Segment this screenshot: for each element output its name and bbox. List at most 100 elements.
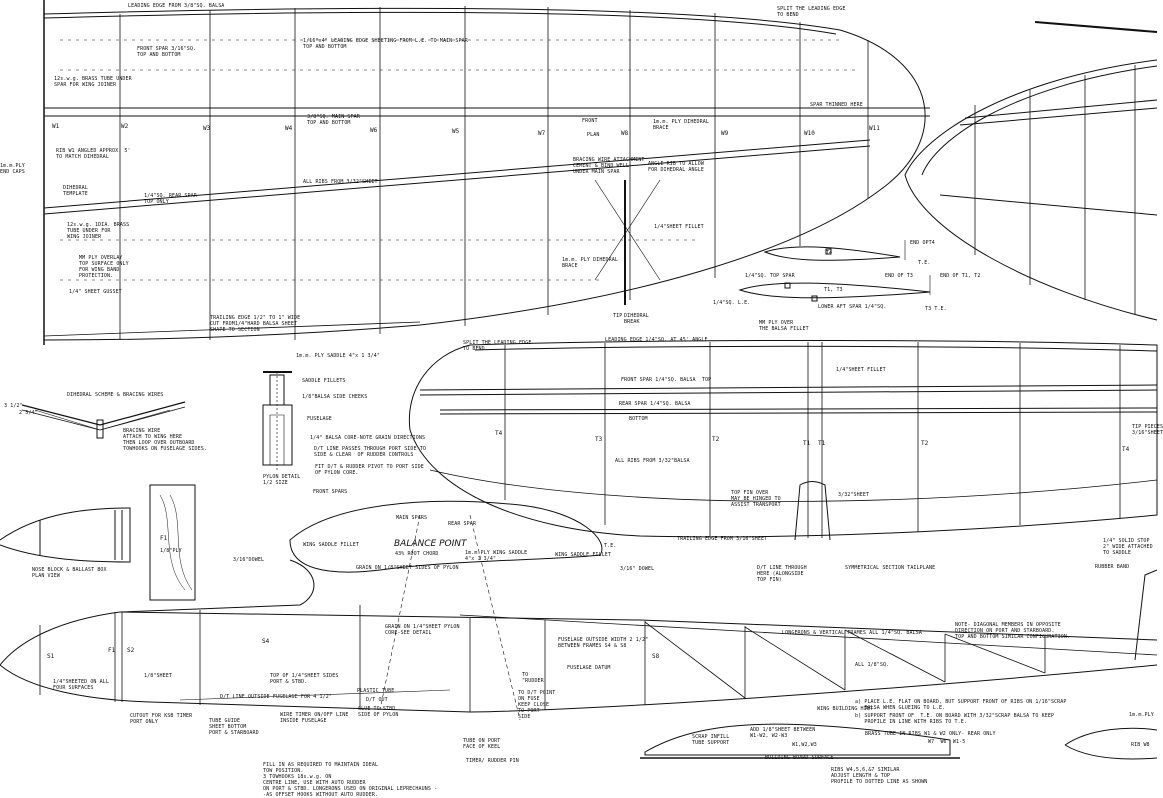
rib-label-w3: W3 — [203, 125, 211, 132]
tail-rib-t2-right: T2 — [921, 440, 929, 447]
dihedral-template-label: DIHEDRAL TEMPLATE — [63, 185, 88, 197]
lower-spar-label: LOWER AFT SPAR 1/4"SQ. — [818, 304, 887, 310]
top-spar-label: 1/4"SQ. TOP SPAR — [745, 273, 795, 279]
section-te-label: T.E. — [918, 260, 931, 266]
diagonal-note-label: NOTE- DIAGONAL MEMBERS IN OPPOSITE DIREC… — [955, 622, 1071, 640]
tail-front-spar-label: FRONT SPAR 1/4"SQ. BALSA TOP — [621, 377, 712, 383]
pylon-saddle-label: 1m.m. PLY SADDLE 4"x 1 3/4" — [296, 353, 380, 359]
section-le-label: 1/4"SQ. L.E. — [713, 300, 751, 306]
wing-plan — [44, 0, 1157, 345]
rib-label-w1: W1 — [52, 123, 60, 130]
wing-fillet-label: 1/4"SHEET FILLET — [654, 224, 704, 230]
tube-guide-label: TUBE GUIDE SHEET BOTTOM PORT & STARBOARD — [209, 718, 259, 736]
wing-spar-thinned-label: SPAR THINNED HERE — [810, 102, 863, 108]
tube-port-label: TUBE ON PORT FACE OF KEEL — [463, 738, 501, 750]
ribs-similar-label: RIBS W4,5,6,&7 SIMILAR ADJUST LENGTH & T… — [831, 767, 928, 785]
tail-rib-t1-right: T1 — [818, 440, 826, 447]
dt-line-label: D/T LINE THROUGH HERE (ALONGSIDE TOP FIN… — [757, 565, 807, 583]
pivot-label: FIT D/T & RUDDER PIVOT TO PORT SIDE OF P… — [315, 464, 424, 476]
pylon-fuselage-label: FUSELAGE — [307, 416, 332, 422]
nose-block-label: NOSE BLOCK & BALLAST BOX PLAN VIEW — [32, 567, 107, 579]
rib-label-w6: W6 — [370, 127, 378, 134]
tail-rib-sections — [740, 240, 930, 301]
rib-label-w4: W4 — [285, 125, 293, 132]
dihedral-dim-2: 2 3/4" — [19, 410, 38, 416]
tail-trailing-edge-label: TRAILING EDGE FROM 3/16"SHEET — [677, 536, 768, 542]
sheet18-label: 1/8"SHEET — [144, 673, 172, 679]
saddle-fillet-right-label: WING SADDLE FILLET — [555, 552, 611, 558]
tip-label: TIP — [613, 313, 623, 319]
outside-width-label: FUSELAGE OUTSIDE WIDTH 2 1/2" BETWEEN FR… — [558, 637, 649, 649]
dihedral-break-label: DIHEDRAL BREAK — [624, 313, 649, 325]
building-board-label: BUILDING BOARD SURFACE — [765, 755, 834, 761]
side-cheeks-label: 1/8"BALSA SIDE CHEEKS — [302, 394, 368, 400]
rib-label-w10: W10 — [804, 130, 815, 137]
dt-out-label: D/T OUT — [366, 697, 388, 703]
symmetrical-label: SYMMETRICAL SECTION TAILPLANE — [845, 565, 936, 571]
wire-timer-label: WIRE TIMER ON/OFF LINE INSIDE FUSELAGE — [280, 712, 349, 724]
tail-leading-edge-label: LEADING EDGE 1/4"SQ. AT 45' ANGLE — [605, 337, 708, 343]
all-ribs-label: ALL RIBS FROM 3/32"SHEET — [303, 179, 378, 185]
dt-point-label: TO D/T POINT ON FUSE KEEP CLOSE TO PORT … — [518, 690, 556, 720]
all-18-label: ALL 1/8"SQ. — [855, 662, 890, 668]
tail-ply-over-label: MM PLY OVER THE BALSA FILLET — [759, 320, 809, 332]
glue-stbd-label: GLUE TO STBD SIDE OF PYLON — [358, 706, 399, 718]
rib-w8-side-label: RIB W8 — [1131, 742, 1150, 748]
brass-tube-joiner-label: 12s.w.g. 1DIA. BRASS TUBE UNDER FOR WING… — [67, 222, 130, 240]
fill-towhook-label: FILL IN AS REQUIRED TO MAINTAIN IDEAL TO… — [263, 762, 438, 798]
ply-brace-lower-label: 1m.m. PLY DIHEDRAL BRACE — [562, 257, 618, 269]
wing-rear-spar-label: 1/4"SQ. REAR SPAR TOP ONLY — [144, 193, 197, 205]
end-caps-label: 1m.m.PLY END CAPS — [0, 163, 25, 175]
fin-sheet-label: 3/32"SHEET — [838, 492, 870, 498]
wing-main-spar-label: 3/8"SQ. MAIN SPAR TOP AND BOTTOM — [307, 114, 360, 126]
frame-s2-label: S2 — [127, 647, 135, 654]
dihedral-scheme — [22, 402, 185, 438]
tail-all-ribs-label: ALL RIBS FROM 3/32"BALSA — [615, 458, 690, 464]
ribs-w123-label: W1,W2,W3 — [792, 742, 817, 748]
pylon-detail-label: PYLON DETAIL 1/2 SIZE — [263, 474, 301, 486]
sheeted-label: 1/4"SHEETED ON ALL FOUR SURFACES — [53, 679, 109, 691]
wing-sheeting-label: 1/16"x4" LEADING EDGE SHEETING FROM L.E.… — [303, 38, 468, 50]
tail-fillet-label: 1/4"SHEET FILLET — [836, 367, 886, 373]
frame-f1-label: F1 — [108, 647, 116, 654]
dowel-left-label: 3/16"DOWEL — [233, 557, 265, 563]
bracing-attachment-label: BRACING WIRE ATTACHMENT CEMENT & BIND WE… — [573, 157, 645, 175]
rib-label-w11: W11 — [869, 125, 880, 132]
hint-a-label: a) PLACE L.E. FLAT ON BOARD, BUT SUPPORT… — [855, 699, 1067, 711]
fuselage-datum-label: FUSELAGE DATUM — [567, 665, 611, 671]
tail-rib-t3-left: T3 — [595, 436, 603, 443]
dihedral-title: DIHEDRAL SCHEME & BRACING WIRES — [67, 392, 164, 398]
nose-f1-label: F1 — [160, 535, 168, 542]
t3-te-label: T3 T.E. — [925, 306, 947, 312]
solid-stop-label: 1/4" SOLID STOP 2" WIDE ATTACHED TO SADD… — [1103, 538, 1153, 556]
wing-rib-profile — [640, 724, 1157, 759]
rib-w1-note-label: RIB W1 ANGLED APPROX. 5' TO MATCH DIHEDR… — [56, 148, 131, 160]
rib-label-w5: W5 — [452, 128, 460, 135]
front-spars-label: FRONT SPARS — [313, 489, 348, 495]
tail-rear-spar-label: REAR SPAR 1/4"SQ. BALSA — [619, 401, 691, 407]
longerons-label: LONGERONS & VERTICAL FRAMES ALL 1/4"SQ. … — [782, 630, 922, 636]
saddle-fillets-label: SADDLE FILLETS — [302, 378, 346, 384]
ply-overlay-label: MM PLY OVERLAY TOP SURFACE ONLY FOR WING… — [79, 255, 129, 279]
pylon-detail — [263, 372, 292, 470]
tailplane-plan — [409, 340, 1157, 540]
fuselage-side-view — [0, 501, 1157, 720]
top-sides-label: TOP OF 1/4"SHEET SIDES PORT & STBD. — [270, 673, 339, 685]
timer-pin-label: TIMER/ RUDDER PIN — [466, 758, 519, 764]
end-opt4-label: END OPT4 — [910, 240, 935, 246]
wing-saddle-label: 1m.m.PLY WING SADDLE 4"x 1 3/4" — [465, 550, 528, 562]
brass-ribs-label: BRASS TUBE IN RIBS W1 & W2 ONLY- REAR ON… — [865, 731, 996, 737]
wing-front-spar-label: FRONT SPAR 3/16"SQ. TOP AND BOTTOM — [137, 46, 197, 58]
root-chord-label: 43% ROOT CHORD — [395, 551, 439, 557]
angle-rib-label: ANGLE RIB TO ALLOW FOR DIHEDRAL ANGLE — [648, 161, 704, 173]
wing-brass-tube-label: 12s.w.g. BRASS TUBE UNDER SPAR FOR WING … — [54, 76, 132, 88]
to-rudder-label: TO "RUDDER — [522, 672, 544, 684]
tail-bottom-label: BOTTOM — [629, 416, 648, 422]
rib-label-w9: W9 — [721, 130, 729, 137]
trailing-edge-label: TRAILING EDGE 1/2" TO 1" WIDE CUT FROM1/… — [210, 315, 301, 333]
balance-point-label: BALANCE POINT — [394, 539, 467, 549]
side-rear-spar-label: REAR SPAR — [448, 521, 476, 527]
top-fin-label: TOP FIN OVER MAY BE HINGED TO ASSIST TRA… — [731, 490, 781, 508]
rib-label-w8: W8 — [621, 130, 629, 137]
dt-outside-label: D/T LINE OUTSIDE FUSELAGE FOR 4 1/2" — [220, 694, 332, 700]
